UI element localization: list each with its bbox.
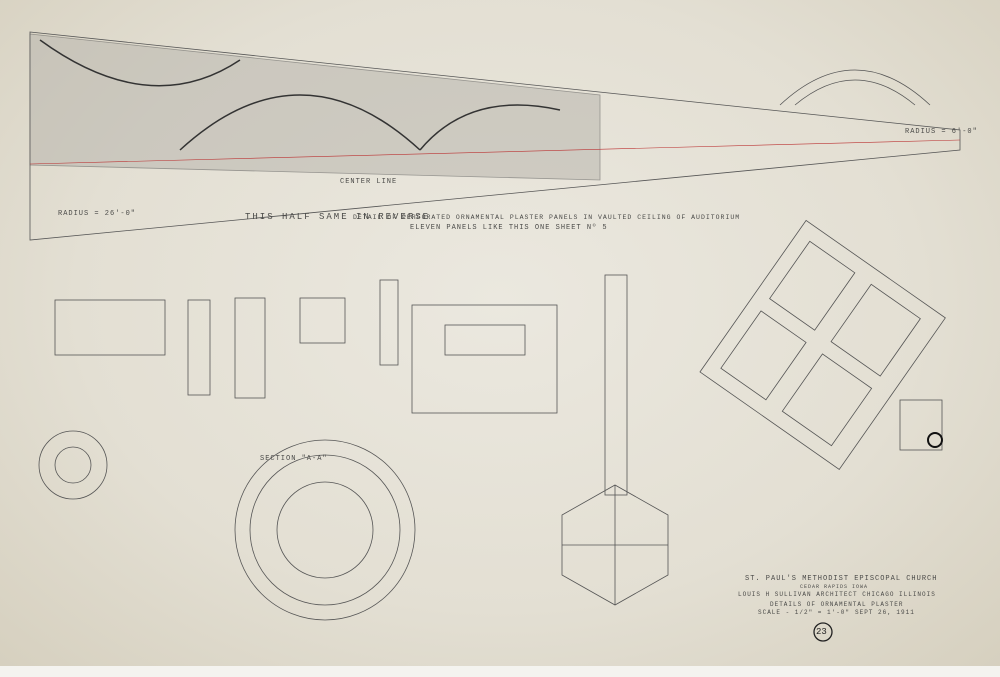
subtitle: ELEVEN PANELS LIKE THIS ONE SHEET Nº 5 bbox=[410, 224, 608, 232]
reverse-note: THIS HALF SAME IN REVERSE bbox=[245, 212, 431, 222]
center-line bbox=[29, 139, 961, 165]
section-label: SECTION "A-A" bbox=[260, 455, 328, 463]
center-line-label: CENTER LINE bbox=[340, 178, 398, 186]
medallion-plan bbox=[234, 439, 416, 621]
sheet-number: 23 bbox=[816, 627, 827, 637]
ornamental-panel-outline bbox=[29, 31, 961, 241]
church-location: CEDAR RAPIDS IOWA bbox=[800, 584, 869, 590]
architect: LOUIS H SULLIVAN ARCHITECT CHICAGO ILLIN… bbox=[738, 591, 936, 598]
main-title: DETAIL OF PERFORATED ORNAMENTAL PLASTER … bbox=[353, 214, 741, 221]
vault-section bbox=[779, 69, 931, 106]
scale: SCALE - 1/2" = 1'-0" bbox=[758, 609, 851, 616]
radius-right-label: RADIUS = 6'-0" bbox=[905, 128, 978, 136]
ceiling-plan bbox=[699, 219, 946, 470]
panel-detail bbox=[411, 304, 558, 414]
sheet-number-circle bbox=[813, 622, 833, 642]
date: SEPT 26, 1911 bbox=[855, 609, 915, 616]
ornamental-panel-fill bbox=[29, 33, 601, 181]
church-name: ST. PAUL'S METHODIST EPISCOPAL CHURCH bbox=[745, 575, 938, 583]
radius-left-label: RADIUS = 26'-0" bbox=[58, 210, 137, 218]
sheet-title: DETAILS OF ORNAMENTAL PLASTER bbox=[770, 601, 904, 608]
